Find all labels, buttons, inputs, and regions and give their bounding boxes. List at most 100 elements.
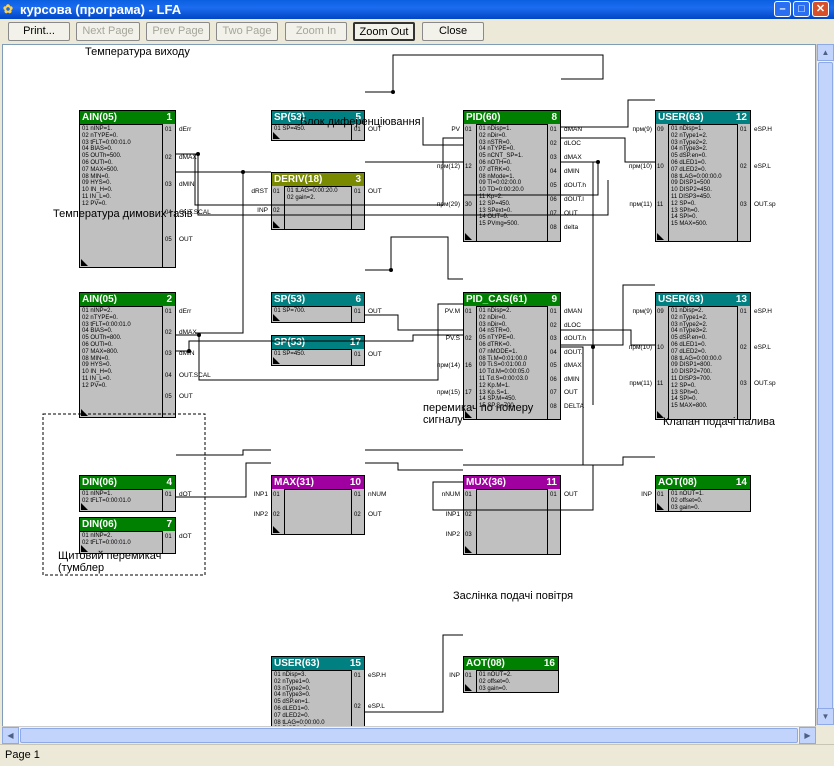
parameter: 13 SPext=0. bbox=[479, 207, 512, 214]
output-pin-number: 08 bbox=[550, 225, 557, 231]
parameter: 02 gain=2. bbox=[287, 194, 316, 201]
input-pin-number: 11 bbox=[657, 201, 664, 208]
vertical-scrollbar[interactable]: ▲ ▼ bbox=[816, 44, 834, 725]
parameter: 08 tLAG=0:00:00.0 bbox=[274, 719, 325, 726]
maximize-icon[interactable]: □ bbox=[793, 1, 810, 17]
output-pin-number: 08 bbox=[550, 403, 557, 410]
block-number: 14 bbox=[735, 477, 747, 488]
parameter: 06 OUTl=0. bbox=[82, 341, 113, 348]
output-pin-label: dLOC bbox=[564, 140, 581, 147]
parameter: 07 MAX=800. bbox=[82, 348, 119, 355]
output-pin-label: dErr bbox=[179, 126, 192, 133]
parameter: 06 OUTl=0. bbox=[82, 159, 113, 166]
output-pin-number: 01 bbox=[740, 309, 747, 315]
parameter-list: 01 nOUT=2.02 offset=0.03 gain=0. bbox=[477, 671, 558, 693]
block-number: 11 bbox=[546, 477, 557, 488]
parameter: 03 nType2=2. bbox=[671, 139, 708, 146]
output-pin-number: 03 bbox=[740, 201, 747, 208]
zoom-in-button[interactable]: Zoom In bbox=[285, 22, 347, 41]
block-body: 01 SP=450. bbox=[272, 349, 352, 365]
parameter: 02 nDir=0. bbox=[479, 314, 507, 321]
block-body: 01 nOUT=2.02 offset=0.03 gain=0. bbox=[476, 670, 558, 692]
parameter: 02 tFLT=0:00:01.0 bbox=[82, 497, 131, 504]
scroll-right-icon[interactable]: ▶ bbox=[799, 727, 816, 744]
zoom-out-button[interactable]: Zoom Out bbox=[353, 22, 415, 41]
wire bbox=[176, 171, 244, 334]
parameter: 02 nType1=2. bbox=[671, 314, 708, 321]
block-title: AIN(05) bbox=[82, 294, 118, 305]
parameter: 01 nDisp=2. bbox=[479, 308, 512, 314]
prev-page-button[interactable]: Prev Page bbox=[146, 22, 210, 41]
output-pin-label: dMAX bbox=[564, 362, 582, 369]
input-pin-label: прм(11) bbox=[629, 200, 652, 208]
block-header: DIN(06)7 bbox=[80, 518, 175, 531]
block-corner-marker bbox=[273, 132, 280, 139]
output-pin-number: 02 bbox=[740, 345, 747, 351]
parameter: 08 MIN=0. bbox=[82, 173, 110, 180]
parameter: 01 nINP=1. bbox=[82, 491, 113, 497]
parameter: 07 dTRK=0. bbox=[479, 166, 512, 173]
scroll-left-icon[interactable]: ◀ bbox=[2, 727, 19, 744]
connection-wires bbox=[42, 54, 655, 713]
print-button[interactable]: Print... bbox=[8, 22, 70, 41]
two-page-button[interactable]: Two Page bbox=[216, 22, 278, 41]
close-button[interactable]: Close bbox=[422, 22, 484, 41]
output-pin-label: DELTA bbox=[564, 402, 584, 410]
output-pin-label: dOUT.h bbox=[564, 335, 587, 342]
horizontal-scrollbar[interactable]: ◀ ▶ bbox=[2, 726, 816, 744]
wire bbox=[194, 137, 463, 206]
wire bbox=[176, 449, 271, 456]
block-body: 01 nOUT=1.02 offset=0.03 gain=0. bbox=[668, 489, 750, 511]
parameter: 10 DISP2=450. bbox=[671, 187, 712, 194]
block-number: 2 bbox=[166, 294, 172, 305]
block-number: 8 bbox=[551, 112, 557, 123]
block-title: AOT(08) bbox=[466, 658, 505, 669]
block-body: 01 nINP=1.02 tFLT=0:00:01.0 bbox=[80, 489, 163, 511]
block-corner-marker bbox=[273, 221, 280, 228]
scroll-down-icon[interactable]: ▼ bbox=[817, 708, 834, 725]
parameter: 12 PV=0. bbox=[82, 382, 107, 389]
block-header: DIN(06)4 bbox=[80, 476, 175, 489]
minimize-icon[interactable]: – bbox=[774, 1, 791, 17]
output-pin-number: 04 bbox=[165, 209, 172, 216]
parameter: 06 nOTH=0. bbox=[479, 159, 512, 166]
parameter: 14 SPl=0. bbox=[671, 214, 698, 221]
wire bbox=[176, 303, 463, 381]
block-corner-marker bbox=[273, 357, 280, 364]
parameter: 05 dSP.en=1. bbox=[274, 699, 310, 706]
input-pin-label: прм(9) bbox=[632, 126, 652, 133]
wire-junction bbox=[591, 345, 595, 349]
parameter: 12 SP=450. bbox=[479, 200, 511, 207]
parameter-list: 01 nDisp=2.02 nType1=2.03 nType2=2.04 nT… bbox=[669, 307, 737, 411]
horizontal-scroll-thumb[interactable] bbox=[20, 728, 798, 743]
vertical-scroll-thumb[interactable] bbox=[818, 62, 833, 712]
next-page-button[interactable]: Next Page bbox=[76, 22, 140, 41]
scroll-up-icon[interactable]: ▲ bbox=[817, 44, 834, 61]
close-icon[interactable]: ✕ bbox=[812, 1, 829, 17]
output-pin-number: 01 bbox=[354, 492, 361, 498]
parameter: 02 tFLT=0:00:01.0 bbox=[82, 539, 131, 546]
output-pin-label: OUT.sp bbox=[754, 380, 776, 387]
parameter: 11 DISP3=700. bbox=[671, 375, 712, 382]
wire-junction bbox=[241, 170, 245, 174]
input-pin-number: 02 bbox=[273, 208, 280, 214]
wire-junction bbox=[197, 333, 201, 337]
output-pin-label: eSP.L bbox=[754, 163, 771, 171]
